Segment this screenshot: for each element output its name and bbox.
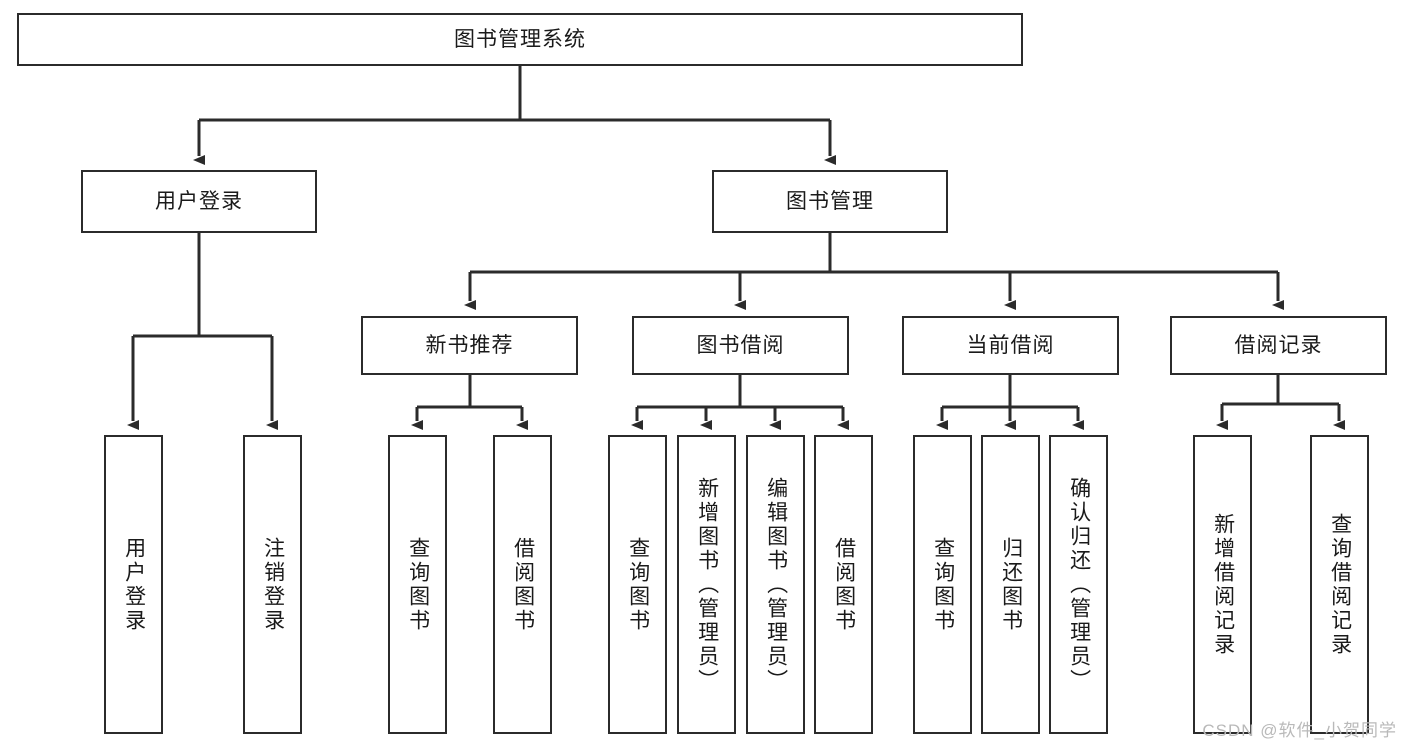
node-new-book-recommend-label: 新书推荐 bbox=[425, 333, 514, 357]
leaf-book-borrow-2[interactable]: 新增图书（管理员） bbox=[677, 435, 736, 734]
node-book-borrow[interactable]: 图书借阅 bbox=[632, 316, 849, 375]
leaf-book-borrow-3[interactable]: 编辑图书（管理员） bbox=[746, 435, 805, 734]
node-current-borrow[interactable]: 当前借阅 bbox=[902, 316, 1119, 375]
node-borrow-record-label: 借阅记录 bbox=[1234, 333, 1323, 357]
leaf-user-login-1[interactable]: 用户登录 bbox=[104, 435, 163, 734]
leaf-user-login-2[interactable]: 注销登录 bbox=[243, 435, 302, 734]
leaf-borrow-record-1[interactable]: 新增借阅记录 bbox=[1193, 435, 1252, 734]
leaf-label: 编辑图书（管理员） bbox=[764, 476, 788, 693]
leaf-label: 新增借阅记录 bbox=[1211, 512, 1235, 657]
node-book-manage[interactable]: 图书管理 bbox=[712, 170, 948, 233]
node-user-login-label: 用户登录 bbox=[155, 189, 243, 213]
leaf-label: 归还图书 bbox=[999, 536, 1023, 633]
leaf-label: 查询借阅记录 bbox=[1328, 512, 1352, 657]
leaf-new-book-1[interactable]: 查询图书 bbox=[388, 435, 447, 734]
leaf-label: 查询图书 bbox=[931, 536, 955, 633]
node-root-label: 图书管理系统 bbox=[454, 27, 586, 51]
node-book-borrow-label: 图书借阅 bbox=[696, 333, 785, 357]
leaf-current-borrow-3[interactable]: 确认归还（管理员） bbox=[1049, 435, 1108, 734]
node-current-borrow-label: 当前借阅 bbox=[966, 333, 1055, 357]
leaf-book-borrow-1[interactable]: 查询图书 bbox=[608, 435, 667, 734]
leaf-label: 查询图书 bbox=[626, 536, 650, 633]
leaf-current-borrow-1[interactable]: 查询图书 bbox=[913, 435, 972, 734]
leaf-label: 注销登录 bbox=[261, 536, 285, 633]
leaf-label: 新增图书（管理员） bbox=[695, 476, 719, 693]
leaf-new-book-2[interactable]: 借阅图书 bbox=[493, 435, 552, 734]
leaf-book-borrow-4[interactable]: 借阅图书 bbox=[814, 435, 873, 734]
leaf-label: 借阅图书 bbox=[511, 536, 535, 633]
node-root[interactable]: 图书管理系统 bbox=[17, 13, 1023, 66]
leaf-label: 确认归还（管理员） bbox=[1067, 476, 1091, 693]
leaf-borrow-record-2[interactable]: 查询借阅记录 bbox=[1310, 435, 1369, 734]
leaf-label: 用户登录 bbox=[122, 536, 146, 633]
node-new-book-recommend[interactable]: 新书推荐 bbox=[361, 316, 578, 375]
node-user-login[interactable]: 用户登录 bbox=[81, 170, 317, 233]
watermark: CSDN @软件_小贺同学 bbox=[1202, 721, 1397, 740]
node-book-manage-label: 图书管理 bbox=[786, 189, 874, 213]
leaf-label: 查询图书 bbox=[406, 536, 430, 633]
node-borrow-record[interactable]: 借阅记录 bbox=[1170, 316, 1387, 375]
leaf-label: 借阅图书 bbox=[832, 536, 856, 633]
leaf-current-borrow-2[interactable]: 归还图书 bbox=[981, 435, 1040, 734]
